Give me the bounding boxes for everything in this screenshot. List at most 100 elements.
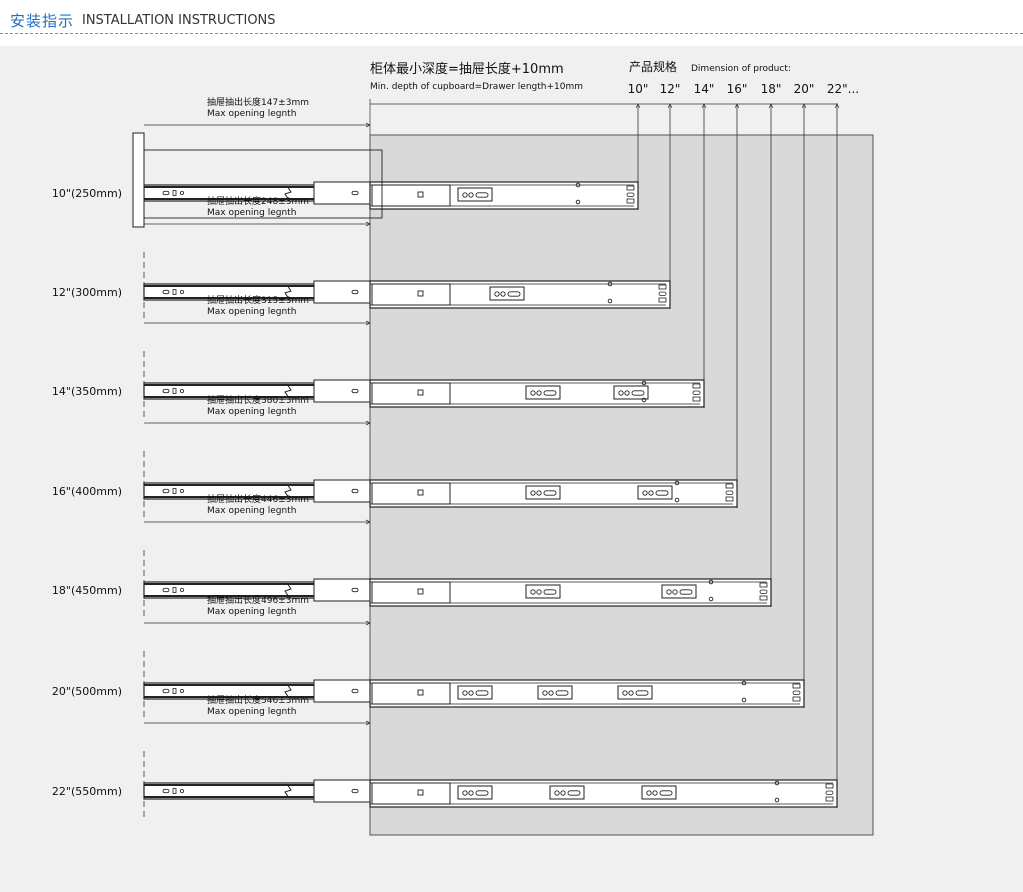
opening-length-zh: 抽屉抽出长度496±3mm bbox=[207, 594, 309, 606]
middle-rail-end bbox=[313, 779, 371, 803]
rail-hole bbox=[351, 190, 359, 196]
rail-hole bbox=[179, 190, 184, 195]
slot-frame bbox=[537, 685, 573, 700]
slot-oval bbox=[659, 790, 673, 796]
opening-length-zh: 抽屉抽出长度315±3mm bbox=[207, 294, 309, 306]
rail-hole bbox=[351, 289, 359, 295]
slot-oval bbox=[631, 390, 645, 396]
slot-hole bbox=[468, 192, 474, 198]
mounting-slot bbox=[637, 485, 673, 500]
rear-hole bbox=[774, 797, 780, 803]
slot-oval bbox=[679, 589, 693, 595]
dimension-arrow bbox=[365, 420, 371, 426]
rail-hole bbox=[162, 488, 170, 494]
spec-tick-arrow bbox=[635, 103, 641, 109]
break-symbol bbox=[284, 383, 292, 399]
spec-size-label: 20" bbox=[794, 82, 815, 96]
slot-frame bbox=[525, 584, 561, 599]
rail-hole bbox=[172, 190, 177, 196]
mounting-slot bbox=[489, 286, 525, 301]
rail-hole bbox=[179, 388, 184, 393]
opening-length-en: Max opening legnth bbox=[207, 208, 296, 218]
slot-frame bbox=[661, 584, 697, 599]
rear-hole bbox=[708, 579, 714, 585]
spec-title-zh: 产品规格 bbox=[629, 59, 677, 74]
mounting-slot bbox=[525, 485, 561, 500]
slot-frame bbox=[525, 385, 561, 400]
drawer-box bbox=[143, 149, 383, 219]
spec-tick-arrow bbox=[801, 103, 807, 109]
slot-frame bbox=[457, 785, 493, 800]
rail-front-block bbox=[371, 382, 451, 405]
break-symbol bbox=[284, 683, 292, 699]
end-clip bbox=[692, 396, 701, 402]
rail-size-label: 14"(350mm) bbox=[52, 385, 122, 398]
end-clip bbox=[759, 589, 768, 594]
slot-frame bbox=[457, 685, 493, 700]
slot-hole bbox=[494, 291, 500, 297]
rail-size-label: 10"(250mm) bbox=[52, 187, 122, 200]
end-clip bbox=[825, 783, 834, 789]
rail-hole bbox=[172, 388, 177, 394]
end-clip bbox=[759, 582, 768, 588]
spec-tick-arrow bbox=[667, 103, 673, 109]
header-divider bbox=[0, 33, 1023, 34]
mounting-slot bbox=[617, 685, 653, 700]
rear-hole bbox=[607, 298, 613, 304]
rail-hole bbox=[179, 488, 184, 493]
slot-frame bbox=[549, 785, 585, 800]
cabinet-note-zh: 柜体最小深度=抽屉长度+10mm bbox=[370, 61, 564, 77]
rear-hole bbox=[674, 480, 680, 486]
break-symbol bbox=[284, 483, 292, 499]
slot-hole bbox=[554, 790, 560, 796]
spec-size-label: 18" bbox=[761, 82, 782, 96]
end-clip bbox=[825, 790, 834, 795]
rail-hole bbox=[162, 190, 170, 196]
rear-hole bbox=[708, 596, 714, 602]
rail-hole bbox=[179, 289, 184, 294]
mounting-slot bbox=[641, 785, 677, 800]
slot-frame bbox=[525, 485, 561, 500]
slot-hole bbox=[618, 390, 624, 396]
break-symbol bbox=[284, 185, 292, 201]
slot-oval bbox=[555, 690, 569, 696]
rail-front-block bbox=[371, 782, 451, 805]
slot-hole bbox=[652, 790, 658, 796]
rail-hole bbox=[172, 788, 177, 794]
break-symbol bbox=[284, 582, 292, 598]
rail-size-label: 20"(500mm) bbox=[52, 685, 122, 698]
rail-size-label: 22"(550mm) bbox=[52, 785, 122, 798]
dimension-arrow bbox=[365, 320, 371, 326]
rail-hole bbox=[417, 588, 424, 595]
opening-length-en: Max opening legnth bbox=[207, 707, 296, 717]
end-clip bbox=[626, 198, 635, 204]
rail-hole bbox=[417, 191, 424, 198]
rail-hole bbox=[172, 488, 177, 494]
slot-oval bbox=[635, 690, 649, 696]
rail-hole bbox=[351, 488, 359, 494]
slot-oval bbox=[507, 291, 521, 297]
end-clip bbox=[658, 297, 667, 303]
spec-tick-arrow bbox=[768, 103, 774, 109]
slot-hole bbox=[672, 589, 678, 595]
slot-frame bbox=[613, 385, 649, 400]
mounting-slot bbox=[549, 785, 585, 800]
end-clip bbox=[725, 490, 734, 495]
slot-frame bbox=[641, 785, 677, 800]
slot-oval bbox=[475, 192, 489, 198]
break-symbol bbox=[284, 284, 292, 300]
end-clip bbox=[692, 390, 701, 395]
spec-size-label: 16" bbox=[727, 82, 748, 96]
opening-length-en: Max opening legnth bbox=[207, 109, 296, 119]
rail-hole bbox=[172, 587, 177, 593]
slot-hole bbox=[646, 790, 652, 796]
slot-hole bbox=[530, 390, 536, 396]
rear-hole bbox=[641, 380, 647, 386]
spec-size-label: 14" bbox=[694, 82, 715, 96]
rear-hole bbox=[741, 697, 747, 703]
